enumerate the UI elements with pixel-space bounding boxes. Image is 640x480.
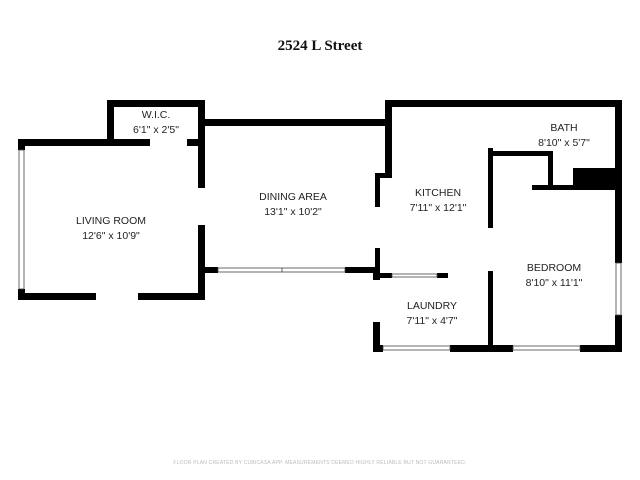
wall bbox=[205, 267, 218, 273]
wall bbox=[573, 168, 622, 190]
room-name: BEDROOM bbox=[526, 262, 582, 274]
wall bbox=[488, 271, 493, 348]
wall bbox=[385, 100, 392, 177]
wall bbox=[198, 100, 205, 188]
wall bbox=[375, 173, 380, 207]
room-label-living-room: LIVING ROOM 12'6" x 10'9" bbox=[41, 214, 181, 244]
window bbox=[217, 267, 346, 273]
wall bbox=[380, 273, 392, 278]
wall bbox=[205, 119, 390, 126]
wall bbox=[488, 151, 553, 156]
wall bbox=[373, 322, 380, 352]
room-name: BATH bbox=[550, 122, 578, 134]
wall bbox=[18, 293, 96, 300]
room-size: 13'1" x 10'2" bbox=[264, 206, 322, 218]
wall bbox=[375, 248, 380, 280]
wall bbox=[18, 289, 25, 300]
wall bbox=[373, 345, 383, 352]
wall bbox=[488, 100, 493, 107]
plan-title: 2524 L Street bbox=[277, 38, 363, 54]
wall bbox=[385, 100, 622, 107]
window bbox=[382, 345, 451, 351]
room-name: DINING AREA bbox=[259, 191, 327, 203]
disclaimer: FLOOR PLAN CREATED BY CUBICASA APP. MEAS… bbox=[173, 460, 467, 466]
room-size: 12'6" x 10'9" bbox=[82, 230, 140, 242]
room-size: 7'11" x 4'7" bbox=[406, 315, 458, 327]
window bbox=[18, 149, 25, 290]
room-label-bath: BATH 8'10" x 5'7" bbox=[494, 121, 634, 151]
room-label-wic: W.I.C. 6'1" x 2'5" bbox=[86, 108, 226, 138]
wall bbox=[187, 139, 200, 146]
wall bbox=[345, 267, 380, 273]
room-size: 7'11" x 12'1" bbox=[409, 202, 467, 214]
wall bbox=[107, 100, 114, 146]
windows bbox=[18, 149, 622, 351]
wall bbox=[375, 173, 392, 178]
room-size: 6'1" x 2'5" bbox=[133, 124, 179, 136]
room-name: LAUNDRY bbox=[407, 300, 457, 312]
wall bbox=[488, 148, 493, 228]
wall bbox=[450, 345, 513, 352]
wall bbox=[107, 100, 205, 107]
wall bbox=[18, 139, 150, 146]
room-label-laundry: LAUNDRY 7'11" x 4'7" bbox=[362, 299, 502, 329]
room-size: 8'10" x 11'1" bbox=[525, 277, 583, 289]
walls bbox=[18, 100, 622, 352]
wall bbox=[548, 151, 553, 190]
wall bbox=[580, 345, 622, 352]
room-name: KITCHEN bbox=[414, 187, 462, 199]
room-name: LIVING ROOM bbox=[75, 215, 146, 227]
wall bbox=[373, 270, 380, 280]
wall bbox=[18, 139, 25, 150]
wall bbox=[198, 225, 205, 300]
wall bbox=[138, 293, 205, 300]
room-size: 8'10" x 5'7" bbox=[538, 137, 590, 149]
room-label-bedroom: BEDROOM 8'10" x 11'1" bbox=[484, 261, 624, 291]
room-label-dining-area: DINING AREA 13'1" x 10'2" bbox=[223, 190, 363, 220]
wall bbox=[615, 315, 622, 352]
room-name: W.I.C. bbox=[141, 109, 171, 121]
window bbox=[615, 262, 622, 316]
window bbox=[391, 273, 438, 278]
wall bbox=[437, 273, 448, 278]
room-label-kitchen: KITCHEN 7'11" x 12'1" bbox=[368, 186, 508, 216]
window bbox=[512, 345, 581, 351]
